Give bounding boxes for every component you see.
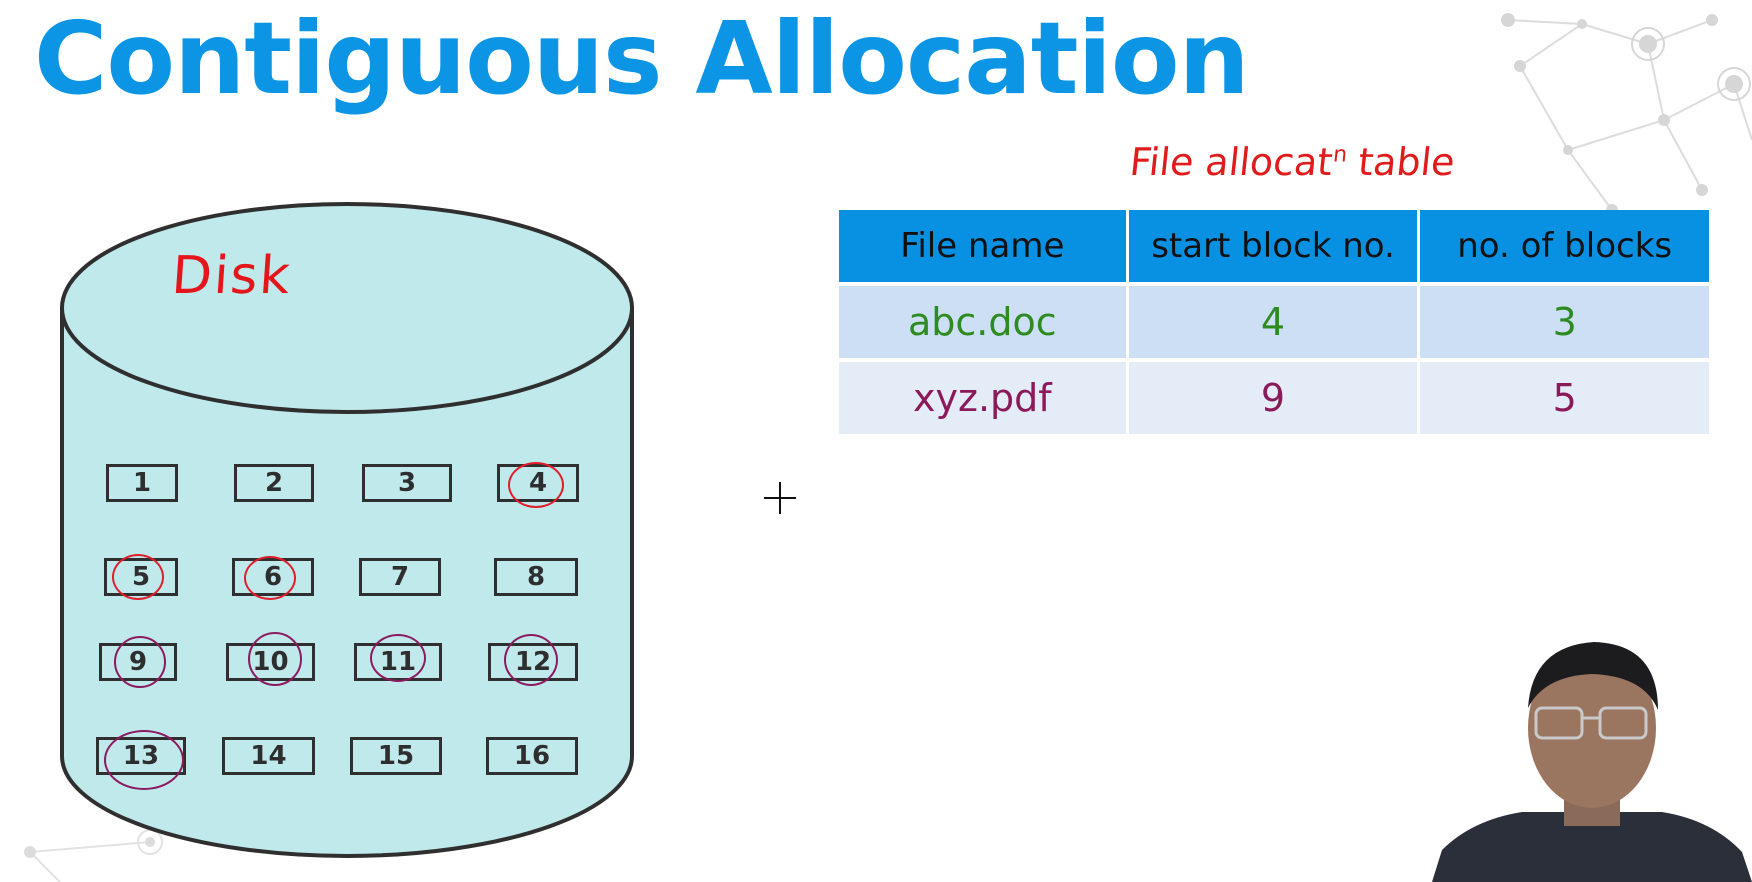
column-header: no. of blocks [1420, 210, 1709, 282]
table-cell: 9 [1128, 362, 1418, 434]
disk-block: 6 [232, 558, 314, 596]
table-cell: xyz.pdf [839, 362, 1126, 434]
disk-block: 12 [488, 643, 578, 681]
disk-block: 5 [104, 558, 178, 596]
disk-block: 15 [350, 737, 442, 775]
presenter-webcam [1432, 642, 1752, 882]
disk-block: 1 [106, 464, 178, 502]
disk-block: 10 [226, 643, 315, 681]
table-cell: abc.doc [839, 286, 1126, 358]
table-cell: 4 [1128, 286, 1418, 358]
table-row: xyz.pdf 9 5 [839, 362, 1709, 434]
disk-block: 7 [359, 558, 441, 596]
disk-block: 8 [494, 558, 578, 596]
disk-block: 16 [486, 737, 578, 775]
disk-block: 9 [99, 643, 177, 681]
disk-block: 13 [96, 737, 186, 775]
disk-block: 2 [234, 464, 314, 502]
column-header: File name [839, 210, 1126, 282]
table-caption: File allocatn table [1127, 140, 1457, 184]
table-cell: 5 [1420, 362, 1709, 434]
slide-title: Contiguous Allocation [34, 0, 1250, 117]
table-cell: 3 [1420, 286, 1709, 358]
column-header: start block no. [1128, 210, 1418, 282]
disk-block: 14 [222, 737, 315, 775]
disk-cylinder [60, 202, 634, 858]
table-row: abc.doc 4 3 [839, 286, 1709, 358]
network-decoration-icon [1501, 13, 1752, 216]
disk-block: 11 [354, 643, 442, 681]
file-allocation-table: File name start block no. no. of blocks … [836, 206, 1712, 438]
disk-label: Disk [169, 246, 294, 306]
disk-block: 4 [497, 464, 579, 502]
crosshair-cursor-icon [764, 482, 796, 514]
disk-block: 3 [362, 464, 452, 502]
